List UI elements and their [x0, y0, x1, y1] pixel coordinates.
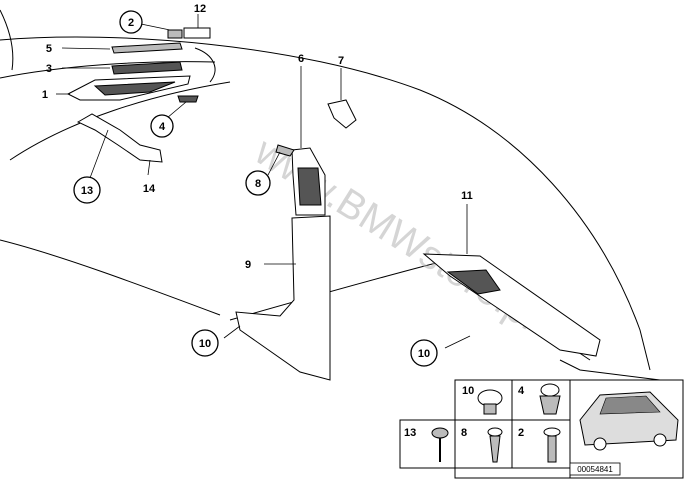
svg-text:3: 3	[46, 63, 52, 75]
callout-2: 2	[119, 10, 143, 34]
legend-cell-4: 4	[518, 383, 561, 415]
svg-text:2: 2	[518, 427, 524, 439]
callout-1: 1	[42, 89, 48, 101]
part-1-console	[56, 75, 191, 101]
svg-text:4: 4	[518, 385, 525, 397]
svg-text:9: 9	[245, 259, 251, 271]
svg-text:12: 12	[194, 3, 206, 15]
svg-text:10: 10	[462, 385, 474, 397]
callout-5: 5	[46, 43, 52, 55]
part-11-pillar-trim	[422, 204, 601, 357]
part-3-strip	[62, 61, 183, 75]
svg-text:6: 6	[298, 53, 304, 65]
callout-9: 9	[245, 259, 251, 271]
callout-4: 4	[150, 114, 174, 138]
svg-text:2: 2	[128, 17, 134, 29]
push-rivet-icon	[477, 389, 503, 415]
callout-8: 8	[245, 170, 271, 196]
part-12-clip	[183, 14, 211, 39]
part-14-bracket	[76, 113, 163, 179]
legend-cell-8: 8	[461, 427, 503, 463]
callout-13: 13	[73, 176, 101, 204]
reference-id: 00054841	[577, 465, 613, 474]
fastener-legend: 10 4 13 8	[399, 379, 684, 479]
part-5-strip	[61, 42, 183, 54]
part-9-pillar-lower	[223, 215, 331, 381]
callout-6: 6	[298, 53, 304, 65]
part-7-clip	[327, 68, 357, 129]
pin-clip-icon	[487, 427, 503, 463]
svg-text:4: 4	[159, 121, 166, 133]
svg-text:7: 7	[338, 55, 344, 67]
callout-10-left: 10	[191, 329, 219, 357]
svg-text:11: 11	[461, 190, 473, 202]
callouts: 2 12 5 3 1 4 13 14 6 7	[42, 3, 473, 367]
callout-12: 12	[194, 3, 206, 15]
legend-cell-2: 2	[518, 427, 561, 463]
callout-10-right: 10	[410, 339, 438, 367]
legend-cell-13: 13	[404, 427, 449, 462]
callout-7: 7	[338, 55, 344, 67]
svg-text:8: 8	[461, 427, 467, 439]
part-4-clip	[166, 95, 199, 119]
svg-text:8: 8	[255, 178, 261, 190]
svg-text:10: 10	[199, 338, 211, 350]
svg-text:14: 14	[143, 183, 156, 195]
rivet-icon	[543, 427, 561, 463]
callout-3: 3	[46, 63, 52, 75]
svg-text:5: 5	[46, 43, 52, 55]
callout-11: 11	[461, 190, 473, 202]
legend-cell-10: 10	[462, 385, 503, 415]
svg-text:13: 13	[81, 185, 93, 197]
screw-washer-icon	[431, 427, 449, 462]
svg-text:10: 10	[418, 348, 430, 360]
svg-text:1: 1	[42, 89, 48, 101]
svg-text:13: 13	[404, 427, 416, 439]
part-8-clip	[267, 144, 295, 176]
car-thumbnail-icon	[579, 391, 679, 451]
part-6-pillar-upper	[291, 66, 326, 216]
callout-14: 14	[143, 183, 156, 195]
expanding-clip-icon	[539, 383, 561, 415]
part-2-rivet	[140, 23, 183, 39]
